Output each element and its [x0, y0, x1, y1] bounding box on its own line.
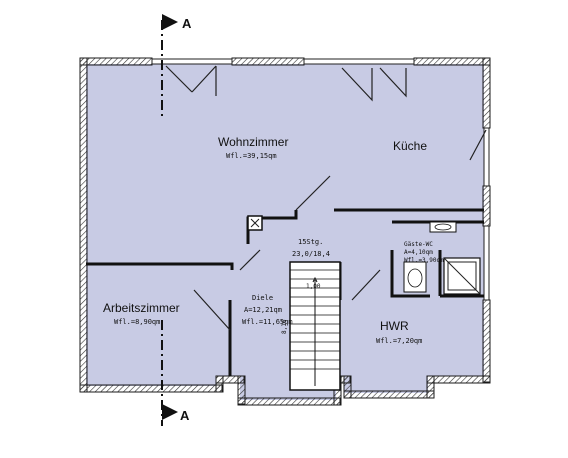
diele-name: Diele — [252, 294, 273, 302]
wall-bottom-10 — [426, 375, 491, 384]
section-label-bottom: A — [180, 408, 190, 423]
wall-left — [79, 57, 88, 393]
swing-right-1 — [469, 129, 487, 161]
wall-right-3 — [482, 299, 491, 383]
section-arrow-top — [162, 14, 178, 30]
hwr-area: Wfl.=7,20qm — [376, 337, 422, 345]
wall-top-2 — [231, 57, 305, 66]
wall-arbeitszimmer-top — [86, 262, 234, 270]
kueche-name: Küche — [393, 139, 427, 153]
swing-top-1 — [165, 65, 217, 96]
swing-top-2a — [341, 67, 373, 102]
window-right-1 — [483, 127, 490, 187]
wc-sink-bowl — [434, 223, 452, 231]
room-fills — [86, 64, 484, 400]
floor-area — [86, 64, 484, 400]
fixtures — [403, 221, 481, 295]
section-arrow-bottom — [162, 404, 178, 420]
toilet — [403, 261, 427, 293]
stairs-steps: 15Stg. — [298, 238, 323, 246]
gaeste-wc-area-wfl: Wfl.=3,90qm — [404, 257, 444, 264]
chimney-cross — [250, 218, 260, 228]
wall-top-1 — [79, 57, 153, 66]
door-arbeitszimmer-swing — [239, 249, 261, 271]
diele-area-a: A=12,21qm — [244, 306, 282, 314]
window-top-1 — [151, 58, 233, 65]
wohnzimmer-area: Wfl.=39,15qm — [226, 152, 277, 160]
section-label-top: A — [182, 16, 192, 31]
wohnzimmer-name: Wohnzimmer — [218, 135, 288, 149]
window-right-2 — [483, 225, 490, 301]
stairs-side-dim: 8,16 — [281, 319, 288, 334]
hwr-name: HWR — [380, 319, 409, 333]
arbeitszimmer-area: Wfl.=8,90qm — [114, 318, 160, 326]
stairs-ratio: 23,0/18,4 — [292, 250, 330, 258]
windows — [151, 58, 490, 301]
swings — [165, 65, 487, 161]
stair-arrow — [312, 276, 318, 283]
window-top-2 — [303, 58, 415, 65]
wc-sink — [429, 221, 457, 233]
toilet-bowl — [407, 268, 423, 288]
section-line: A A — [161, 14, 192, 426]
diele-area-wfl: Wfl.=11,65qm — [242, 318, 293, 326]
wall-wc-left — [390, 250, 430, 298]
stairs-width-dim: 1,00 — [306, 283, 321, 290]
wall-bottom-8 — [343, 390, 435, 399]
wall-right-1 — [482, 57, 491, 129]
door-diele-swing — [295, 175, 331, 211]
wall-bottom-1 — [79, 384, 223, 393]
wall-top-3 — [413, 57, 491, 66]
door-hwr-swing — [351, 269, 381, 301]
staircase — [289, 261, 341, 391]
wall-bottom-4 — [237, 397, 341, 406]
shower-lines — [443, 257, 481, 295]
gaeste-wc-name: Gäste-WC — [404, 241, 433, 248]
room-labels: Wohnzimmer Wfl.=39,15qm Küche Arbeitszim… — [103, 135, 444, 345]
wall-right-2 — [482, 185, 491, 227]
door-arbeitszimmer-2 — [193, 289, 231, 331]
wall-chimney — [246, 210, 298, 244]
gaeste-wc-area-a: A=4,10qm — [404, 249, 433, 256]
arbeitszimmer-name: Arbeitszimmer — [103, 301, 180, 315]
swing-top-2b — [379, 67, 407, 98]
